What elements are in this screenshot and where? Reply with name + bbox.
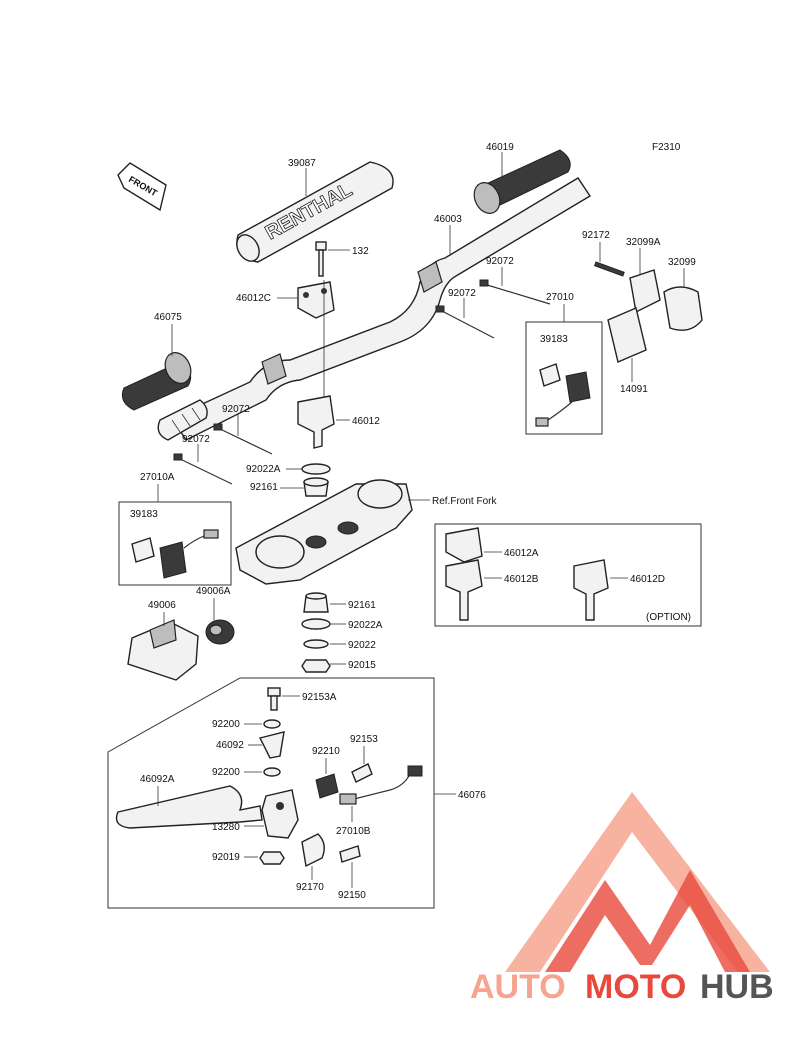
watermark-logo: AUTO MOTO HUB [470, 792, 774, 1006]
washer-92200-b [263, 767, 281, 777]
label-92150: 92150 [338, 890, 366, 901]
watermark-moto: MOTO [585, 968, 686, 1006]
label-92161-a: 92161 [250, 482, 278, 493]
label-92170: 92170 [296, 882, 324, 893]
triple-clamp [235, 479, 413, 585]
damper-92161-a [303, 477, 329, 497]
switch-box-27010a [118, 501, 232, 586]
clutch-assembly-box [107, 677, 435, 909]
label-92153A: 92153A [302, 692, 337, 703]
label-46092: 46092 [216, 740, 244, 751]
front-arrow: FRONT [117, 162, 167, 212]
label-39183-a: 39183 [540, 334, 568, 345]
label-39087: 39087 [288, 158, 316, 169]
label-92153: 92153 [350, 734, 378, 745]
clutch-perch [261, 789, 299, 839]
label-49006: 49006 [148, 600, 176, 611]
label-13280: 13280 [212, 822, 240, 833]
label-92022A: 92022A [246, 464, 281, 475]
label-92200-b: 92200 [212, 767, 240, 778]
label-92019: 92019 [212, 852, 240, 863]
label-92022: 92022 [348, 640, 376, 651]
label-46019: 46019 [486, 142, 514, 153]
clamp-46012a [445, 527, 483, 563]
washer-92022 [303, 639, 329, 649]
option-label: (OPTION) [646, 612, 691, 623]
nut-92019 [259, 851, 285, 865]
label-46012B: 46012B [504, 574, 539, 585]
label-32099: 32099 [668, 257, 696, 268]
riser-46012 [297, 395, 335, 449]
label-27010: 27010 [546, 292, 574, 303]
riser-46012b [445, 559, 483, 621]
cable-ties [173, 279, 551, 485]
adjuster-49006a [205, 619, 235, 645]
label-32099A: 32099A [626, 237, 661, 248]
bolt-92150 [339, 845, 361, 863]
washer-92022a [301, 463, 331, 475]
clamp-cap-46012c [297, 281, 335, 319]
switch-27010a [131, 529, 219, 579]
nut-92015 [301, 659, 331, 673]
label-92161-b: 92161 [348, 600, 376, 611]
washer-92200-a [263, 719, 281, 729]
label-46012: 46012 [352, 416, 380, 427]
ref-front-fork: Ref.Front Fork [432, 496, 497, 507]
bolt-92153a [267, 687, 281, 711]
label-46092A: 46092A [140, 774, 175, 785]
handlebar [170, 177, 591, 441]
label-92022A-b: 92022A [348, 620, 383, 631]
label-46012D: 46012D [630, 574, 665, 585]
watermark-auto: AUTO [470, 968, 566, 1006]
label-132: 132 [352, 246, 369, 257]
figure-code: F2310 [652, 142, 681, 153]
throttle-grip [473, 149, 571, 214]
guard-49006 [127, 619, 199, 681]
washer-92022a-b [301, 618, 331, 630]
label-46003: 46003 [434, 214, 462, 225]
left-grip [121, 352, 192, 411]
clutch-lever [115, 785, 263, 829]
label-46012C: 46012C [236, 293, 271, 304]
label-49006A: 49006A [196, 586, 231, 597]
riser-46012d [573, 559, 609, 621]
label-92072-d: 92072 [182, 434, 210, 445]
label-27010A: 27010A [140, 472, 175, 483]
kill-switch [535, 363, 591, 427]
label-39183-b: 39183 [130, 509, 158, 520]
throttle-housing [593, 261, 703, 363]
label-92072-a: 92072 [486, 256, 514, 267]
bushing-92210 [315, 773, 339, 799]
label-92015: 92015 [348, 660, 376, 671]
damper-92161-b [303, 592, 329, 613]
watermark-hub: HUB [700, 968, 774, 1006]
bolt-132 [315, 241, 327, 277]
bar-end-grip [157, 399, 208, 441]
hot-start-lever [258, 731, 285, 759]
bolt-92153 [351, 763, 373, 783]
label-92210: 92210 [312, 746, 340, 757]
bar-pad: RENTHAL [236, 161, 394, 263]
label-92200-a: 92200 [212, 719, 240, 730]
label-92072-b: 92072 [448, 288, 476, 299]
label-14091: 14091 [620, 384, 648, 395]
label-46012A: 46012A [504, 548, 539, 559]
label-92172: 92172 [582, 230, 610, 241]
label-27010B: 27010B [336, 826, 371, 837]
label-46076: 46076 [458, 790, 486, 801]
switch-27010b [339, 765, 423, 805]
label-46075: 46075 [154, 312, 182, 323]
option-box [434, 523, 702, 627]
clamp-92170 [301, 833, 325, 868]
label-92072-c: 92072 [222, 404, 250, 415]
